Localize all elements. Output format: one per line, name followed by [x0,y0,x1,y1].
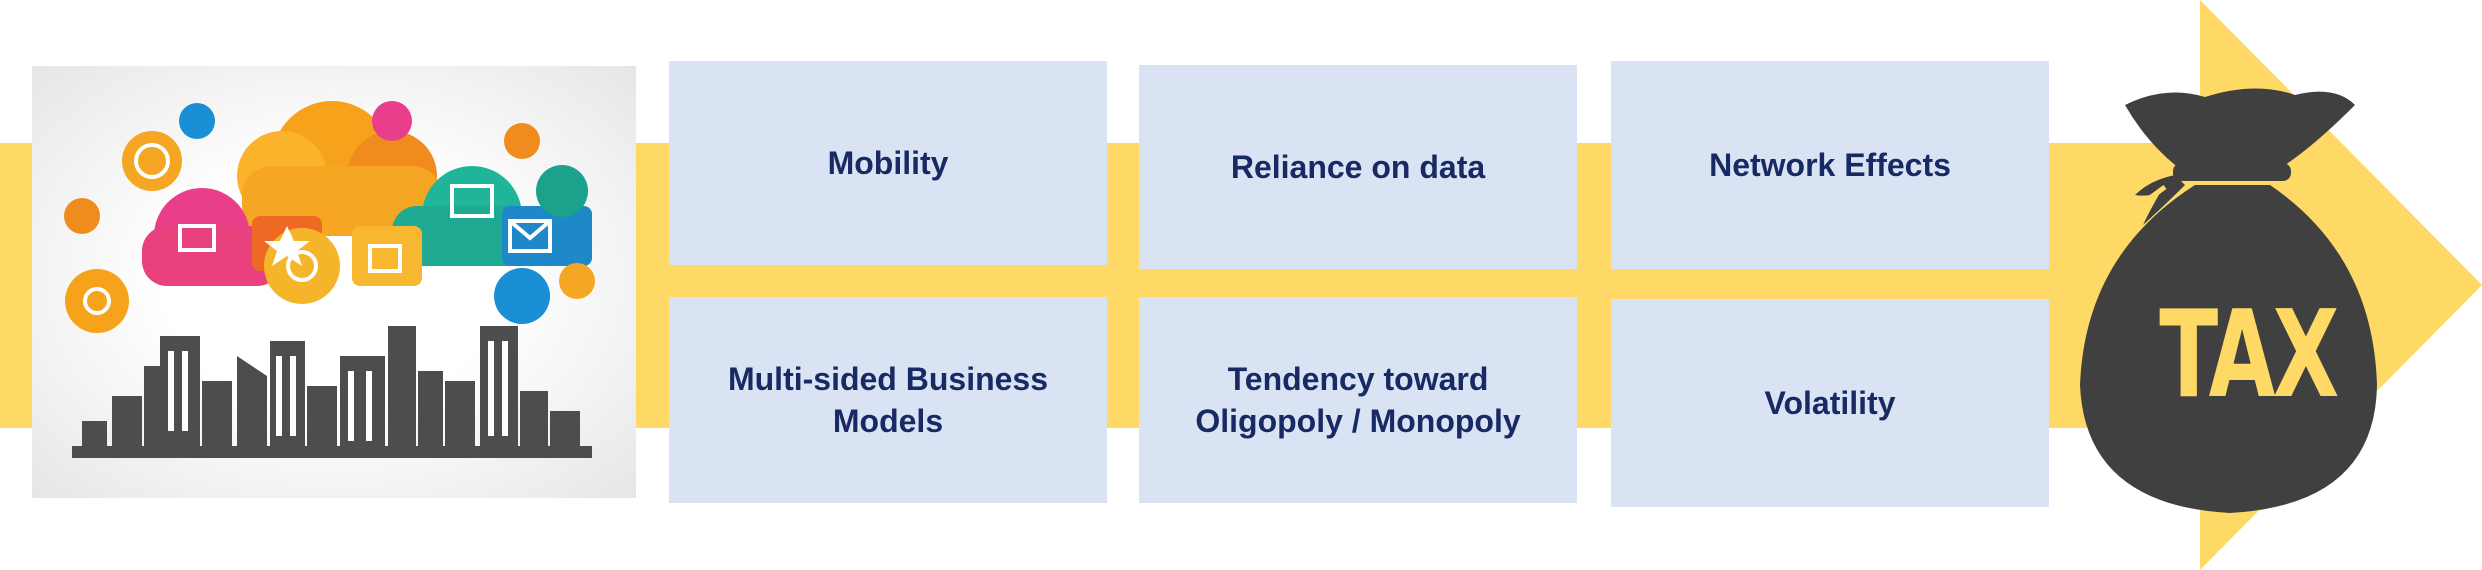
tax-label: TAX [2159,286,2339,425]
illustration-svg [64,101,595,458]
factor-box-reliance-on-data: Reliance on data [1139,65,1577,269]
factor-label: Volatility [1764,385,1896,421]
factor-box-network-effects: Network Effects [1611,61,2049,269]
factor-box-oligopoly-monopoly: Tendency toward Oligopoly / Monopoly [1139,297,1577,503]
factor-label: Tendency toward Oligopoly / Monopoly [1195,361,1521,439]
factor-label: Multi-sided Business Models [727,361,1049,439]
digital-economy-illustration [32,66,636,498]
factor-label: Mobility [827,145,949,181]
factor-label: Network Effects [1709,147,1951,183]
skyline-windows [168,341,508,441]
city-skyline [72,326,592,458]
factor-box-mobility: Mobility [669,61,1107,265]
cloud-bubbles [64,101,595,333]
money-bag-icon [2080,88,2377,513]
factor-box-multi-sided-business-models: Multi-sided Business Models [669,297,1107,503]
factor-box-volatility: Volatility [1611,299,2049,507]
factor-label: Reliance on data [1230,149,1486,185]
